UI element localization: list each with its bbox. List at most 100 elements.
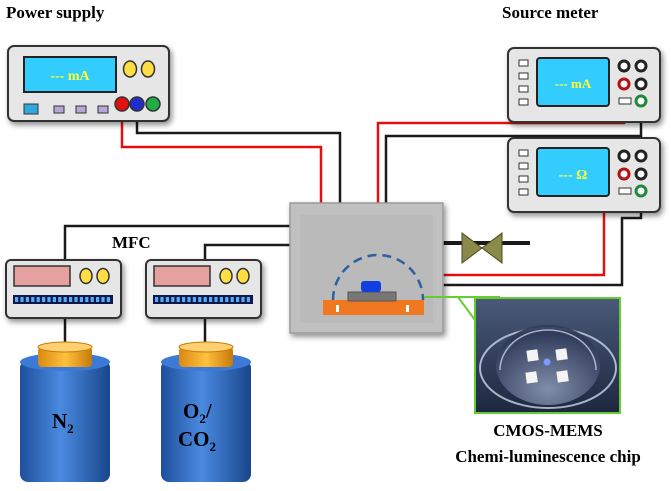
meter-bottom-green-terminal bbox=[634, 184, 648, 198]
indicator-segment bbox=[182, 297, 186, 302]
meter-bottom-display bbox=[536, 147, 610, 197]
meter-top-button-4 bbox=[518, 98, 529, 106]
mfc-o2-knob-2 bbox=[236, 267, 250, 285]
power-green-terminal bbox=[145, 96, 161, 112]
indicator-segment bbox=[96, 297, 100, 302]
indicator-segment bbox=[58, 297, 62, 302]
indicator-segment bbox=[203, 297, 207, 302]
mfc-title: MFC bbox=[112, 233, 151, 252]
indicator-segment bbox=[42, 297, 46, 302]
indicator-segment bbox=[69, 297, 73, 302]
mfc-n2-knob-2 bbox=[96, 267, 110, 285]
indicator-segment bbox=[31, 297, 35, 302]
meter-bottom-reading: --- Ω bbox=[559, 168, 588, 183]
indicator-segment bbox=[192, 297, 196, 302]
power-small-button-3 bbox=[97, 105, 109, 114]
power-supply-reading: --- mA bbox=[50, 69, 90, 84]
mfc-o2-indicator-bar bbox=[153, 295, 253, 304]
meter-top-button-1 bbox=[518, 59, 529, 67]
indicator-segment bbox=[171, 297, 175, 302]
indicator-segment bbox=[52, 297, 56, 302]
indicator-segment bbox=[165, 297, 169, 302]
o2-co2-cylinder bbox=[161, 341, 251, 482]
indicator-segment bbox=[236, 297, 240, 302]
indicator-segment bbox=[90, 297, 94, 302]
indicator-segment bbox=[209, 297, 213, 302]
power-small-button-2 bbox=[75, 105, 87, 114]
meter-top-terminal-1 bbox=[617, 59, 631, 73]
meter-bottom-black-terminal bbox=[634, 167, 648, 181]
chip-die bbox=[347, 291, 397, 302]
meter-top-display bbox=[536, 57, 610, 107]
meter-top-red-terminal bbox=[617, 77, 631, 91]
meter-bottom-terminal-2 bbox=[634, 149, 648, 163]
meter-top-green-terminal bbox=[634, 94, 648, 108]
indicator-segment bbox=[36, 297, 40, 302]
chip-caption-line1: CMOS-MEMS bbox=[493, 421, 603, 440]
meter-bottom-port bbox=[618, 187, 632, 195]
meter-top-port bbox=[618, 97, 632, 105]
indicator-segment bbox=[225, 297, 229, 302]
indicator-segment bbox=[198, 297, 202, 302]
indicator-segment bbox=[74, 297, 78, 302]
mfc-o2-display bbox=[153, 265, 211, 287]
meter-bottom-button-4 bbox=[518, 188, 529, 196]
mfc-o2-knob-1 bbox=[219, 267, 233, 285]
indicator-segment bbox=[219, 297, 223, 302]
n2-cylinder bbox=[20, 341, 110, 482]
indicator-segment bbox=[176, 297, 180, 302]
indicator-segment bbox=[155, 297, 159, 302]
power-red-terminal bbox=[114, 96, 130, 112]
meter-top-button-3 bbox=[518, 85, 529, 93]
chip-caption-line2: Chemi-luminescence chip bbox=[455, 447, 641, 466]
indicator-segment bbox=[20, 297, 24, 302]
chip-substrate bbox=[323, 300, 424, 315]
indicator-segment bbox=[230, 297, 234, 302]
power-supply-title: Power supply bbox=[6, 3, 105, 22]
exhaust-valve bbox=[461, 232, 503, 264]
indicator-segment bbox=[214, 297, 218, 302]
power-knob-2 bbox=[140, 60, 156, 78]
o2-label: O2/ bbox=[183, 399, 213, 426]
indicator-segment bbox=[106, 297, 110, 302]
indicator-segment bbox=[160, 297, 164, 302]
chemiluminescence-sample bbox=[361, 281, 381, 292]
mfc-n2-indicator-bar bbox=[13, 295, 113, 304]
mfc-o2-gas-line bbox=[203, 243, 305, 260]
indicator-segment bbox=[241, 297, 245, 302]
indicator-segment bbox=[246, 297, 250, 302]
meter-bottom-button-3 bbox=[518, 175, 529, 183]
indicator-segment bbox=[15, 297, 19, 302]
power-blue-terminal bbox=[129, 96, 145, 112]
indicator-segment bbox=[85, 297, 89, 302]
co2-label: CO2 bbox=[178, 427, 216, 454]
mfc-n2-knob-1 bbox=[79, 267, 93, 285]
mfc-n2-gas-line bbox=[63, 224, 305, 260]
indicator-bar-frame bbox=[13, 295, 113, 304]
meter-top-black-terminal bbox=[634, 77, 648, 91]
source-meter-title: Source meter bbox=[502, 3, 599, 22]
power-small-button-1 bbox=[53, 105, 65, 114]
meter-top-reading: --- mA bbox=[555, 76, 592, 91]
power-switch-button bbox=[23, 103, 39, 115]
indicator-segment bbox=[79, 297, 83, 302]
meter-bottom-terminal-1 bbox=[617, 149, 631, 163]
meter-bottom-button-2 bbox=[518, 162, 529, 170]
meter-top-terminal-2 bbox=[634, 59, 648, 73]
meter-bottom-red-terminal bbox=[617, 167, 631, 181]
chip-photo bbox=[474, 297, 621, 414]
power-knob-1 bbox=[122, 60, 138, 78]
indicator-segment bbox=[187, 297, 191, 302]
indicator-bar-frame bbox=[153, 295, 253, 304]
chamber-dome bbox=[331, 253, 425, 301]
meter-top-button-2 bbox=[518, 72, 529, 80]
indicator-segment bbox=[25, 297, 29, 302]
power-supply-display bbox=[23, 56, 117, 93]
indicator-segment bbox=[47, 297, 51, 302]
callout-connector bbox=[457, 296, 476, 321]
substrate-pad-left bbox=[336, 305, 339, 312]
indicator-segment bbox=[101, 297, 105, 302]
n2-label: N2 bbox=[52, 409, 74, 436]
